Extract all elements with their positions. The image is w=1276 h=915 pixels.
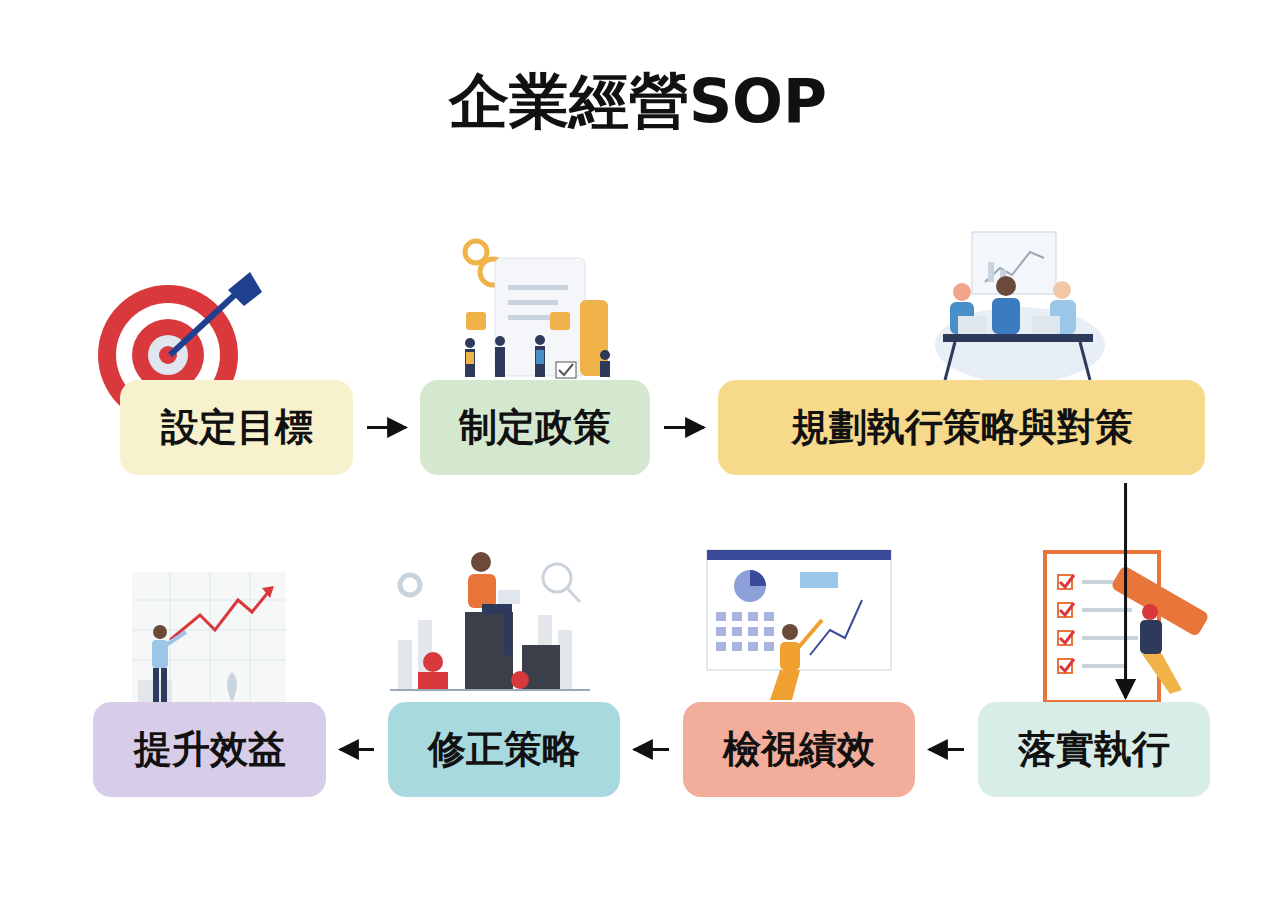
step-label: 提升效益 — [134, 724, 286, 775]
step-label: 制定政策 — [459, 402, 611, 453]
flow-arrow — [367, 426, 406, 429]
process-box: 提升效益 — [93, 702, 326, 797]
flow-arrow — [340, 748, 374, 751]
step-label: 落實執行 — [1018, 724, 1170, 775]
step-label: 修正策略 — [428, 724, 580, 775]
process-box: 修正策略 — [388, 702, 620, 797]
flow-arrow — [1124, 483, 1127, 698]
process-box: 設定目標 — [120, 380, 353, 475]
step-label: 檢視績效 — [723, 724, 875, 775]
diagram-title: 企業經營SOP — [0, 62, 1276, 143]
process-box: 規劃執行策略與對策 — [718, 380, 1205, 475]
step-label: 規劃執行策略與對策 — [791, 402, 1133, 453]
flow-arrow — [664, 426, 704, 429]
process-box: 檢視績效 — [683, 702, 915, 797]
flow-arrow — [929, 748, 964, 751]
meeting-illustration — [935, 232, 1105, 383]
checklist-illustration — [1045, 552, 1210, 702]
strategy-illustration — [390, 552, 590, 690]
policy-illustration — [465, 241, 610, 378]
dashboard-illustration — [707, 550, 891, 700]
process-box: 制定政策 — [420, 380, 650, 475]
flow-arrow — [634, 748, 669, 751]
process-box: 落實執行 — [978, 702, 1210, 797]
step-label: 設定目標 — [161, 402, 313, 453]
growth-illustration — [132, 572, 286, 702]
